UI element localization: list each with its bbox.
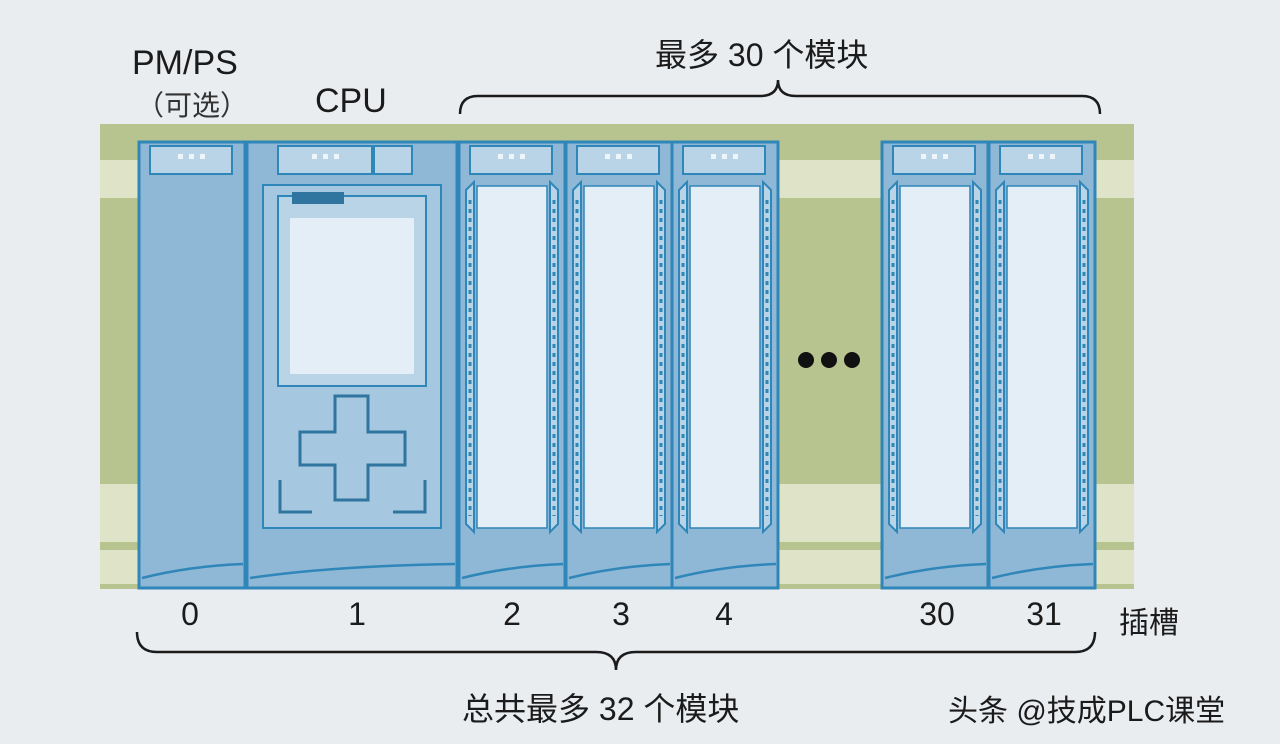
signal-module-slot-4: [670, 140, 780, 590]
watermark: 头条 @技成PLC课堂: [948, 695, 1226, 728]
signal-module-slot-31: [987, 140, 1097, 590]
slot-number-1: 1: [348, 596, 366, 632]
signal-module-slot-3: [564, 140, 674, 590]
slot-number-4: 4: [715, 596, 733, 632]
slot-number-0: 0: [181, 596, 199, 632]
signal-module-slot-30: [880, 140, 990, 590]
signal-module-slot-2: [457, 140, 567, 590]
slot-title-label: 插槽: [1119, 607, 1179, 640]
slot-number-2: 2: [503, 596, 521, 632]
ellipsis-dots: [798, 352, 860, 368]
pm-ps-module: [137, 140, 247, 590]
slot-number-3: 3: [612, 596, 630, 632]
bottom-brace: [135, 631, 1097, 671]
optional-label: （可选）: [136, 90, 249, 121]
cpu-module: [245, 140, 459, 590]
total-32-modules-label: 总共最多 32 个模块: [462, 691, 740, 727]
max-30-modules-label: 最多 30 个模块: [655, 37, 869, 73]
slot-number-31: 31: [1026, 596, 1062, 632]
slot-number-30: 30: [919, 596, 955, 632]
pm-ps-label: PM/PS: [132, 44, 238, 82]
cpu-label: CPU: [315, 82, 387, 120]
top-brace: [458, 79, 1102, 115]
